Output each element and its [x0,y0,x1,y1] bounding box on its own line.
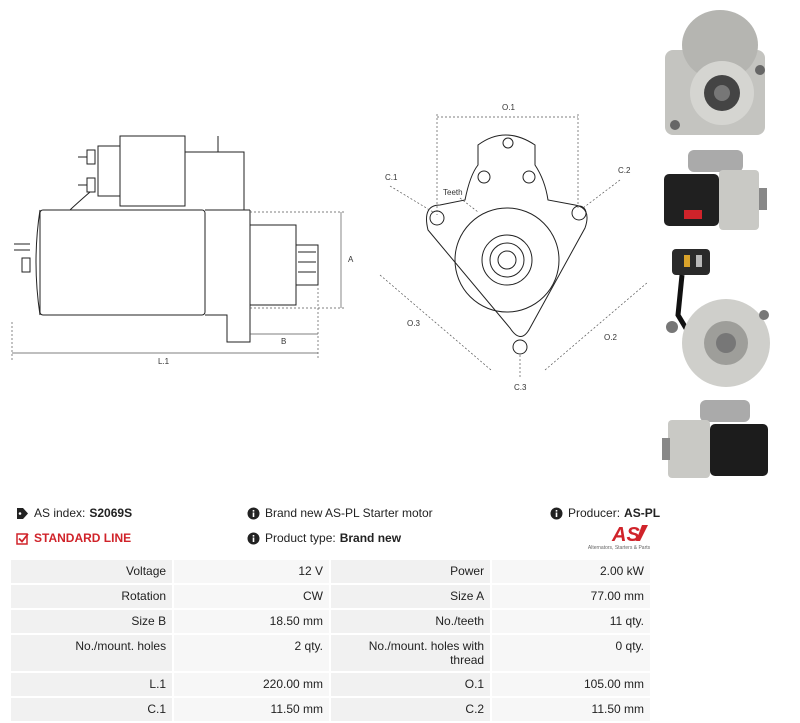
spec-label: O.1 [331,673,491,696]
dim-label-b: B [281,337,286,346]
tag-icon [17,507,28,519]
spec-value: 105.00 mm [492,673,650,696]
as-pl-logo: AS Alternators, Starters & Parts [586,521,652,553]
dim-label-l1: L.1 [158,357,170,366]
spec-value: 2 qty. [174,635,329,671]
spec-value: CW [174,585,329,608]
spec-label: Power [331,560,491,583]
dim-label-c2: C.2 [618,166,631,175]
as-logo-mark: AS [611,524,648,546]
spec-label: C.1 [11,698,173,721]
front-dimension-lines [379,114,649,378]
product-description: Brand new AS-PL Starter motor [247,506,433,520]
producer: Producer: AS-PL [550,506,660,520]
description-text: Brand new AS-PL Starter motor [265,506,433,520]
spec-label: L.1 [11,673,173,696]
standard-line: STANDARD LINE [16,531,131,545]
spec-value: 11.50 mm [492,698,650,721]
product-type-value: Brand new [339,531,402,545]
checkbox-checked-icon [16,532,29,545]
dim-label-a: A [348,255,354,264]
spec-value: 11.50 mm [174,698,329,721]
dim-label-c3: C.3 [514,383,527,392]
dim-label-c1: C.1 [385,173,398,182]
product-photo-rear [666,249,770,387]
as-index-label: AS index: [34,506,86,520]
spec-value: 12 V [174,560,329,583]
product-photo-side [664,150,767,230]
spec-value: 2.00 kW [492,560,650,583]
spec-label: C.2 [331,698,491,721]
info-icon [550,507,563,519]
spec-label: Rotation [11,585,173,608]
dim-label-o1: O.1 [502,103,515,112]
spec-label: Size B [11,610,173,633]
producer-value: AS-PL [624,506,661,520]
spec-value: 77.00 mm [492,585,650,608]
product-photo-side-2 [662,400,768,478]
front-view-drawing [426,134,588,355]
spec-label: No./teeth [331,610,491,633]
spec-label: No./mount. holes with thread [331,635,491,671]
dim-label-o3: O.3 [407,319,420,328]
spec-label: Size A [331,585,491,608]
spec-value: 220.00 mm [174,673,329,696]
side-view-drawing [14,135,319,343]
product-type-label: Product type: [265,531,336,545]
product-photo-front [665,10,765,135]
svg-text:AS: AS [611,524,640,545]
dim-label-o2: O.2 [604,333,617,342]
spec-label: Voltage [11,560,173,583]
standard-line-label: STANDARD LINE [34,531,132,545]
product-type: Product type: Brand new [247,531,401,545]
spec-label: No./mount. holes [11,635,173,671]
technical-drawing: A B L.1 O.1 O.2 O.3 C.1 C.2 C.3 Teeth [11,103,649,392]
logo-subtitle: Alternators, Starters & Parts [587,545,651,551]
spec-value: 18.50 mm [174,610,329,633]
dim-label-teeth: Teeth [443,188,463,197]
as-index-value: S2069S [89,506,133,520]
info-icon [247,532,260,544]
info-icon [247,507,260,519]
spec-value: 11 qty. [492,610,650,633]
as-index: AS index: S2069S [16,506,132,520]
spec-value: 0 qty. [492,635,650,671]
side-dimension-lines [11,211,345,360]
producer-label: Producer: [568,506,621,520]
